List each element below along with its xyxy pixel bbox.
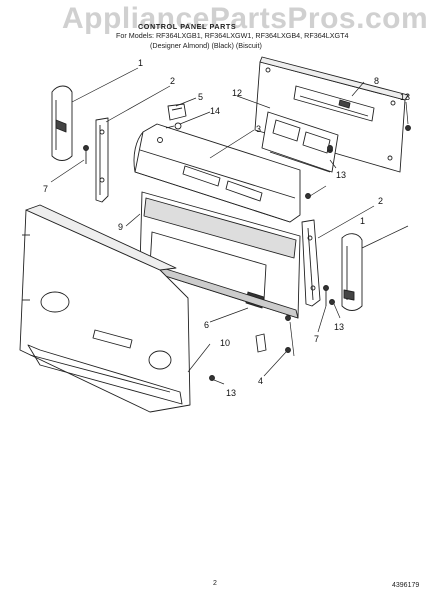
callout-3: 3 — [256, 124, 261, 134]
part-4-screws — [255, 315, 291, 353]
part-7-left-pin — [83, 145, 89, 164]
callout-14: 14 — [210, 106, 220, 116]
watermark-text: AppliancePartsPros.com — [62, 2, 429, 35]
document-part-number: 4396179 — [392, 582, 420, 589]
callout-13-right: 13 — [334, 322, 344, 332]
callout-12: 12 — [232, 88, 242, 98]
leader-lines — [50, 67, 409, 385]
colors-line: (Designer Almond) (Black) (Biscuit) — [150, 41, 262, 50]
callout-1-right: 1 — [360, 216, 365, 226]
part-10-lower-frame — [19, 204, 191, 413]
part-5-clip — [167, 103, 187, 121]
part-7-right-pin — [323, 285, 329, 306]
page-number: 2 — [213, 580, 217, 587]
part-2-right-bracket — [301, 219, 321, 307]
callout-5: 5 — [198, 92, 203, 102]
part-14-screw — [165, 122, 182, 130]
callout-7-left: 7 — [43, 184, 48, 194]
callout-1-left: 1 — [138, 58, 143, 68]
callout-13-top-right: 13 — [400, 92, 410, 102]
part-6-front-trim — [139, 191, 301, 319]
models-line: For Models: RF364LXGB1, RF364LXGW1, RF36… — [116, 31, 349, 40]
part-1-left-end-cap — [51, 85, 73, 161]
callout-2-right: 2 — [378, 196, 383, 206]
callout-9: 9 — [118, 222, 123, 232]
callout-7-right: 7 — [314, 334, 319, 344]
callout-4: 4 — [258, 376, 263, 386]
callout-8: 8 — [374, 76, 379, 86]
part-3-control-panel — [133, 123, 301, 223]
part-13-screws — [209, 125, 411, 381]
callout-6: 6 — [204, 320, 209, 330]
callout-10: 10 — [220, 338, 230, 348]
callout-2-left: 2 — [170, 76, 175, 86]
diagram-title: CONTROL PANEL PARTS — [138, 22, 237, 31]
part-1-right-end-cap — [341, 233, 363, 311]
part-2-left-bracket — [95, 117, 109, 203]
callout-13-mid: 13 — [336, 170, 346, 180]
callout-13-bottom: 13 — [226, 388, 236, 398]
